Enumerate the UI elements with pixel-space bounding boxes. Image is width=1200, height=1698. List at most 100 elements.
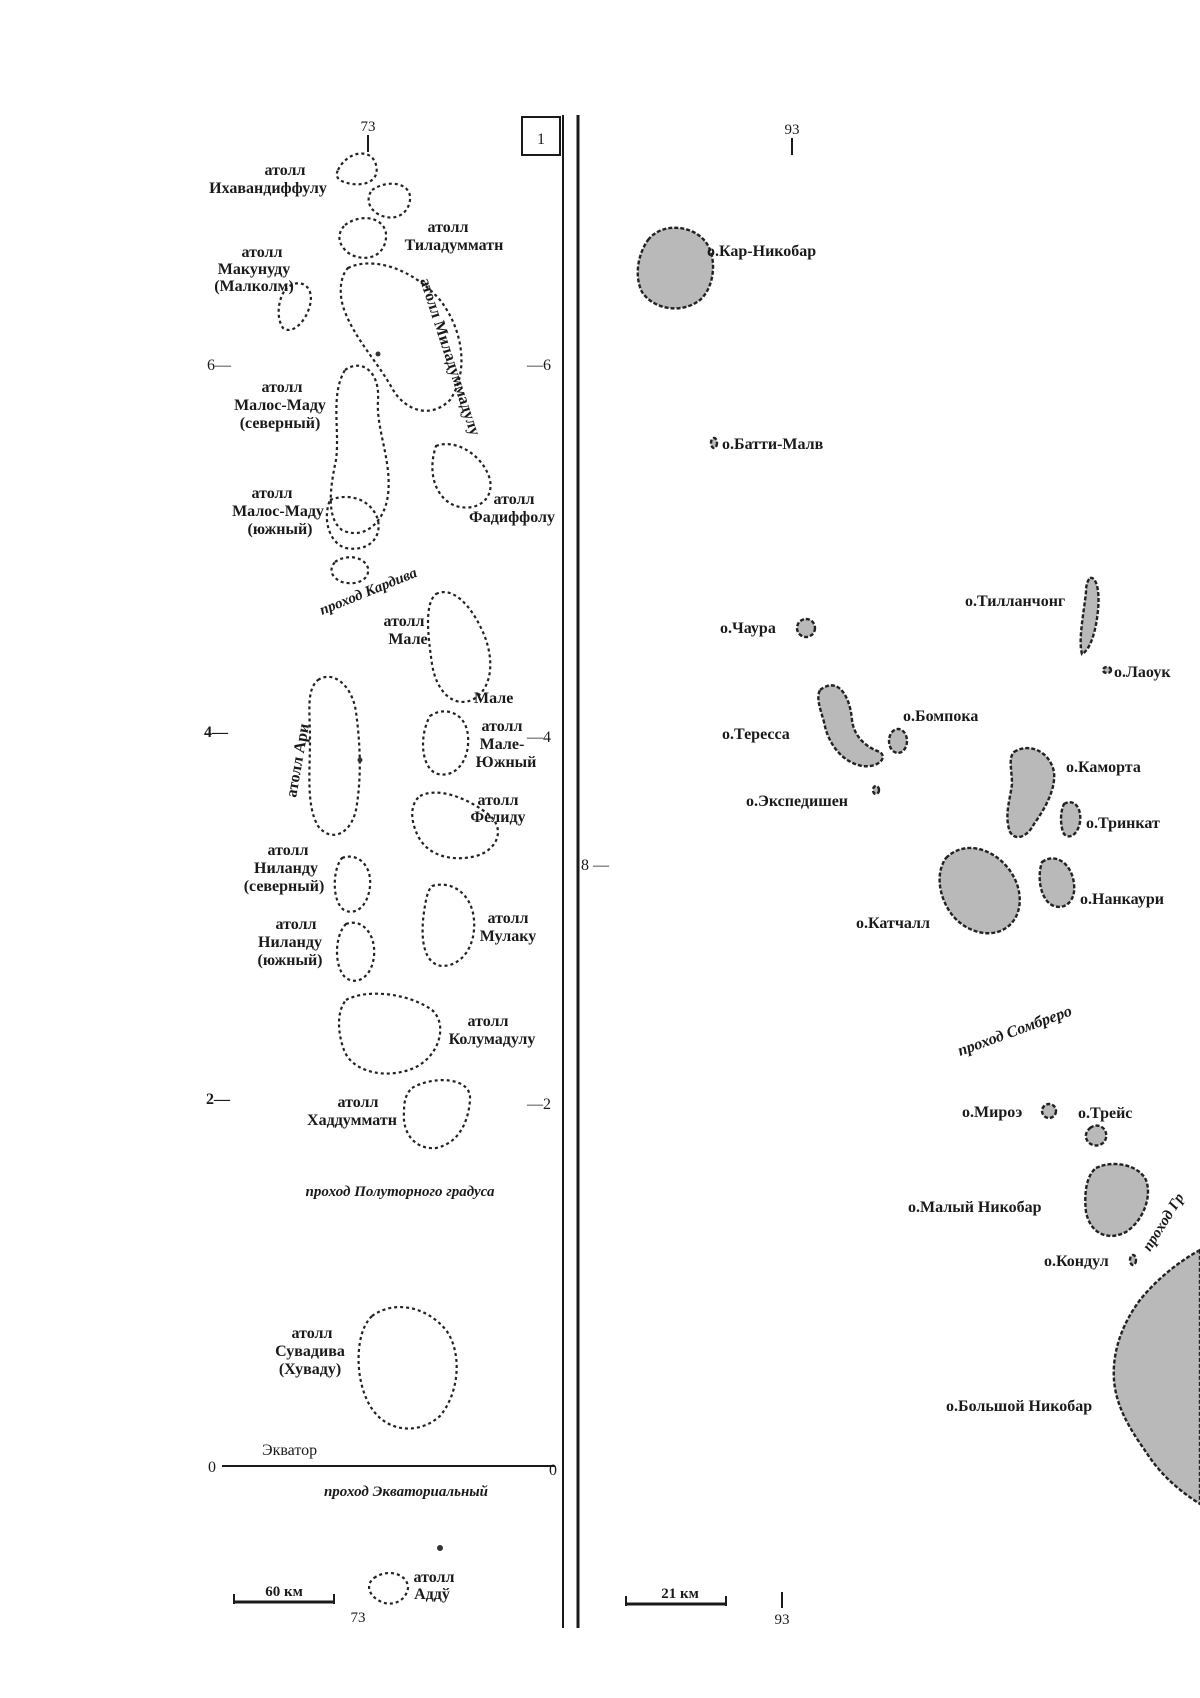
atoll-male-south-shape bbox=[422, 710, 470, 776]
label-car-nicobar: о.Кар-Никобар bbox=[707, 243, 816, 260]
atoll-fadiffolu-shape bbox=[431, 443, 492, 509]
island-kamorta bbox=[1006, 746, 1056, 839]
label-malos-north-qual: (северный) bbox=[240, 415, 321, 432]
label-addu-type: атолл bbox=[414, 1569, 455, 1586]
atoll-felidu-shape bbox=[411, 791, 499, 860]
label-suvadiva-type: атолл bbox=[292, 1325, 333, 1342]
island-kondul bbox=[1128, 1253, 1138, 1267]
label-great-nicobar: о.Большой Никобар bbox=[946, 1398, 1092, 1415]
atoll-malos-south-shape bbox=[325, 495, 380, 550]
lat-0-right: 0 bbox=[549, 1462, 557, 1479]
label-malos-south-name: Малос-Маду bbox=[232, 503, 324, 520]
atoll-male-shape bbox=[426, 591, 492, 703]
label-nilandu-south-type: атолл bbox=[276, 916, 317, 933]
atoll-tiladummati-shape-south bbox=[338, 217, 388, 259]
atoll-suvadiva-shape bbox=[357, 1306, 458, 1430]
label-male-atoll-type: атолл bbox=[384, 613, 425, 630]
right-scale-bar: 21 км bbox=[625, 1586, 727, 1606]
label-fadiffolu-name: Фадиффолу bbox=[469, 509, 555, 526]
label-miladummadulu: атолл Миладуммадулу bbox=[416, 276, 483, 438]
right-top-longitude: 93 bbox=[785, 122, 800, 138]
label-expedition: о.Экспедишен bbox=[746, 793, 848, 810]
lat-6-right: —6 bbox=[526, 357, 551, 374]
atoll-malos-north-shape bbox=[329, 364, 390, 535]
label-male-atoll-name: Мале bbox=[388, 631, 427, 648]
reef-dot bbox=[375, 351, 381, 357]
reef-dot bbox=[437, 1545, 443, 1551]
island-chaura bbox=[795, 617, 817, 639]
label-mulaku-name: Мулаку bbox=[480, 928, 536, 945]
lat-4-left: 4— bbox=[204, 724, 229, 741]
lat-6-left: 6— bbox=[207, 357, 232, 374]
label-bompoka: о.Бомпока bbox=[903, 708, 978, 725]
label-makunudu-name: Макунуду bbox=[218, 261, 290, 278]
island-expedition bbox=[871, 784, 881, 796]
reef-dot bbox=[357, 757, 363, 763]
label-little-nicobar: о.Малый Никобар bbox=[908, 1199, 1042, 1216]
label-suvadiva-name: Сувадива bbox=[275, 1343, 345, 1360]
label-addu-name: Аддў bbox=[414, 1586, 450, 1603]
label-fadiffolu-type: атолл bbox=[494, 491, 535, 508]
atoll-haddummati-shape bbox=[402, 1079, 472, 1150]
label-haddummati-type: атолл bbox=[338, 1094, 379, 1111]
label-chaura: о.Чаура bbox=[720, 620, 776, 637]
label-malos-south-type: атолл bbox=[252, 485, 293, 502]
label-laouk: о.Лаоук bbox=[1114, 664, 1171, 681]
island-great-nicobar bbox=[1112, 1248, 1200, 1506]
label-suvadiva-alt: (Хуваду) bbox=[279, 1361, 341, 1378]
label-malos-north-name: Малос-Маду bbox=[234, 397, 326, 414]
label-katchall: о.Катчалл bbox=[856, 915, 930, 932]
label-ihavandiffulu-type: атолл bbox=[265, 162, 306, 179]
label-haddummati-name: Хаддумматн bbox=[307, 1112, 397, 1129]
label-male-city: Мале bbox=[474, 690, 513, 707]
atoll-tiladummati-shape-north bbox=[367, 182, 412, 219]
atoll-kolumadulu-shape bbox=[337, 992, 442, 1075]
label-treis: о.Трейс bbox=[1078, 1105, 1132, 1122]
island-nankauri bbox=[1038, 857, 1076, 909]
label-ihavandiffulu-name: Ихавандиффулу bbox=[209, 180, 327, 197]
label-makunudu-type: атолл bbox=[242, 244, 283, 261]
island-teressa bbox=[817, 684, 884, 768]
left-scale-bar: 60 км bbox=[233, 1584, 335, 1604]
left-scale-label: 60 км bbox=[265, 1584, 303, 1600]
label-nilandu-north-qual: (северный) bbox=[244, 878, 325, 895]
lat-4-right: —4 bbox=[526, 729, 551, 746]
label-nilandu-north-name: Ниланду bbox=[254, 860, 318, 877]
label-equatorial-channel: проход Экваториальный bbox=[324, 1484, 488, 1500]
panel-number: 1 bbox=[537, 131, 545, 148]
label-tiladummati-name: Тиладумматн bbox=[405, 237, 504, 254]
label-male-south-name: Мале- bbox=[480, 736, 525, 753]
label-nilandu-south-name: Ниланду bbox=[258, 934, 322, 951]
label-trinkat: о.Тринкат bbox=[1086, 815, 1160, 832]
atoll-nilandu-north-shape bbox=[333, 855, 372, 913]
label-tiladummati-type: атолл bbox=[428, 219, 469, 236]
island-treis bbox=[1084, 1124, 1108, 1147]
atoll-nilandu-south-shape bbox=[336, 921, 376, 982]
island-tillanchong bbox=[1079, 576, 1100, 656]
atoll-ihavandiffulu-shape bbox=[335, 152, 378, 186]
label-felidu-name: Фелиду bbox=[470, 809, 525, 826]
island-bompoka bbox=[887, 727, 909, 755]
label-male-south-qual: Южный bbox=[476, 754, 537, 771]
label-sombrero-channel: проход Сомбреро bbox=[956, 1003, 1075, 1060]
label-mulaku-type: атолл bbox=[488, 910, 529, 927]
lat-2-left: 2— bbox=[206, 1091, 231, 1108]
atoll-addu-shape bbox=[368, 1571, 410, 1605]
island-miroe bbox=[1040, 1102, 1058, 1120]
label-one-and-half-degree-channel: проход Полуторного градуса bbox=[306, 1184, 495, 1200]
island-laouk bbox=[1101, 665, 1113, 675]
island-trinkat bbox=[1059, 801, 1082, 838]
atoll-mulaku-shape bbox=[421, 883, 476, 968]
island-little-nicobar bbox=[1084, 1162, 1150, 1238]
label-malos-north-type: атолл bbox=[262, 379, 303, 396]
lat-2-right: —2 bbox=[526, 1096, 551, 1113]
right-bottom-longitude: 93 bbox=[775, 1612, 790, 1628]
atoll-kardiva-shape bbox=[330, 556, 370, 585]
label-batti-malv: о.Батти-Малв bbox=[722, 436, 824, 453]
atoll-makunudu-shape bbox=[277, 282, 312, 331]
label-nankauri: о.Нанкаури bbox=[1080, 891, 1164, 908]
label-felidu-type: атолл bbox=[478, 792, 519, 809]
label-tillanchong: о.Тилланчонг bbox=[965, 593, 1065, 610]
